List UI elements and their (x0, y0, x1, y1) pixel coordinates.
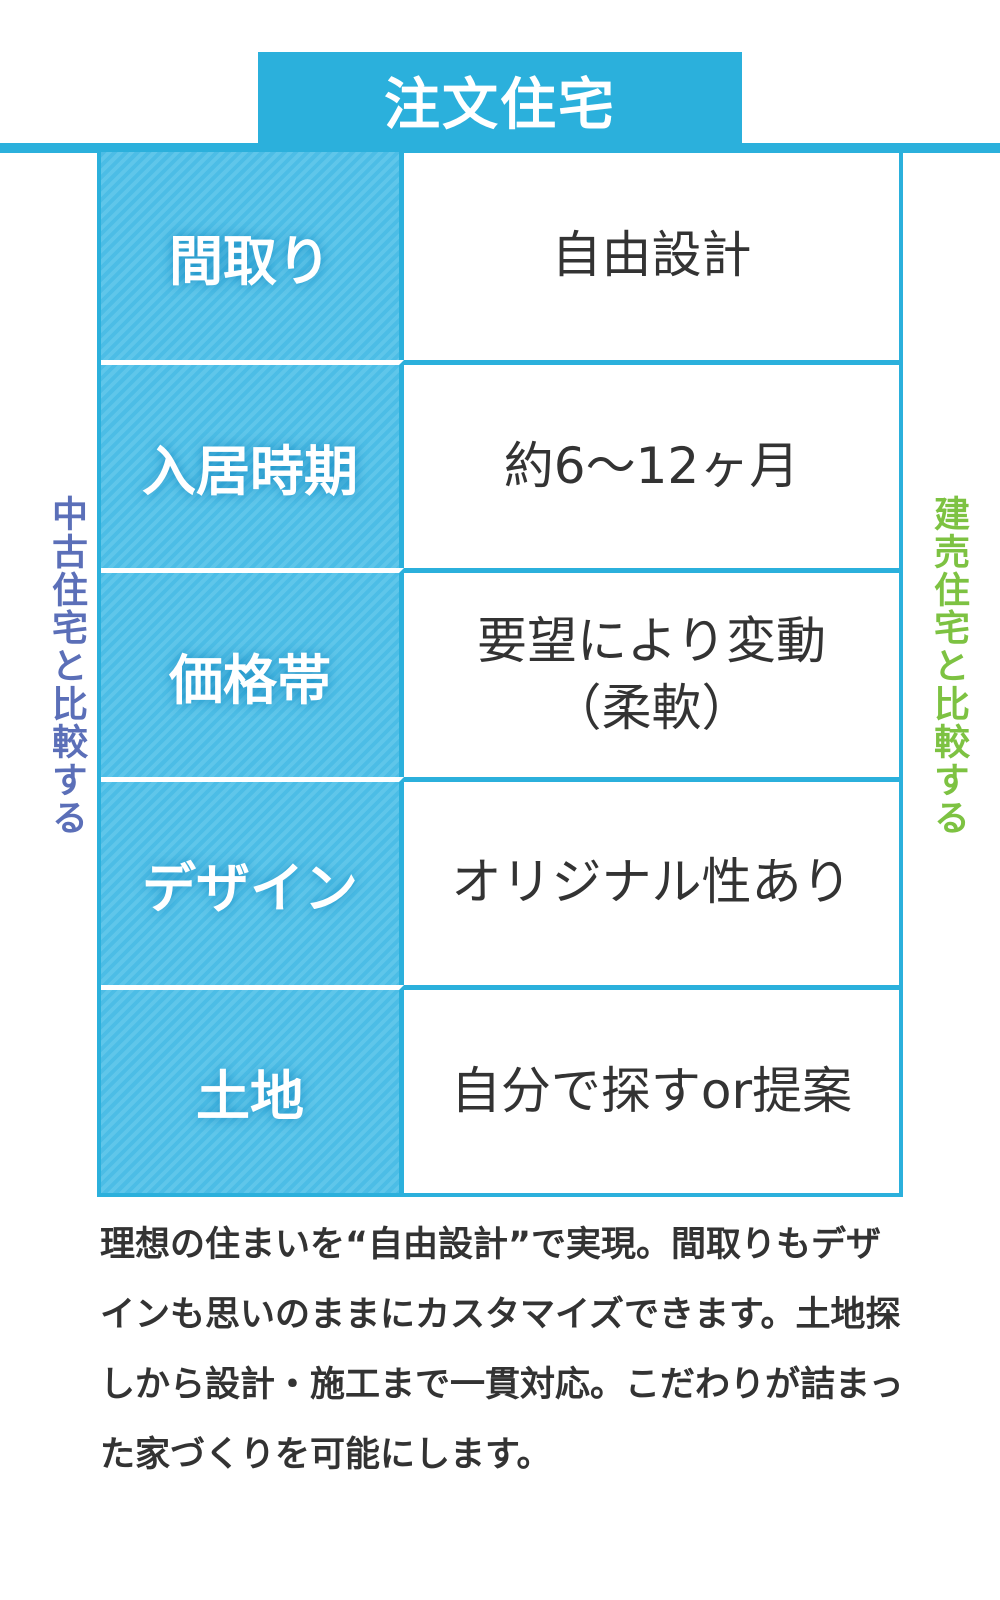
compare-used-home-link[interactable]: 中古住宅と比較する (46, 495, 87, 837)
table-row: 入居時期 約6〜12ヶ月 (101, 360, 899, 569)
row-value: 要望により変動 （柔軟） (404, 568, 899, 776)
compare-ready-built-link[interactable]: 建売住宅と比較する (928, 495, 969, 837)
description: 理想の住まいを“自由設計”で実現。間取りもデザインも思いのままにカスタマイズでき… (100, 1225, 904, 1475)
row-label: 間取り (101, 152, 404, 361)
comparison-table: 間取り 自由設計 入居時期 約6〜12ヶ月 価格帯 要望により変動 （柔軟） デザ… (97, 152, 903, 1197)
value-line: 自分で探すor提案 (450, 1061, 853, 1120)
value-line: 要望により変動 (477, 611, 826, 670)
value-line: 自由設計 (551, 226, 752, 285)
row-label: 土地 (101, 984, 404, 1194)
table-row: 間取り 自由設計 (101, 152, 899, 361)
table-row: デザイン オリジナル性あり (101, 776, 899, 985)
row-label: デザイン (101, 776, 404, 985)
table-row: 価格帯 要望により変動 （柔軟） (101, 568, 899, 777)
page-title: 注文住宅 (258, 52, 742, 148)
value-line: 約6〜12ヶ月 (503, 437, 800, 496)
row-value: 約6〜12ヶ月 (404, 360, 899, 568)
row-value: オリジナル性あり (404, 776, 899, 985)
row-value: 自由設計 (404, 152, 899, 360)
row-label: 価格帯 (101, 568, 404, 777)
value-line: オリジナル性あり (451, 853, 852, 912)
header-divider (0, 143, 1000, 153)
value-line: （柔軟） (551, 679, 752, 737)
table-row: 土地 自分で探すor提案 (101, 984, 899, 1194)
row-value: 自分で探すor提案 (404, 984, 899, 1193)
row-label: 入居時期 (101, 360, 404, 569)
